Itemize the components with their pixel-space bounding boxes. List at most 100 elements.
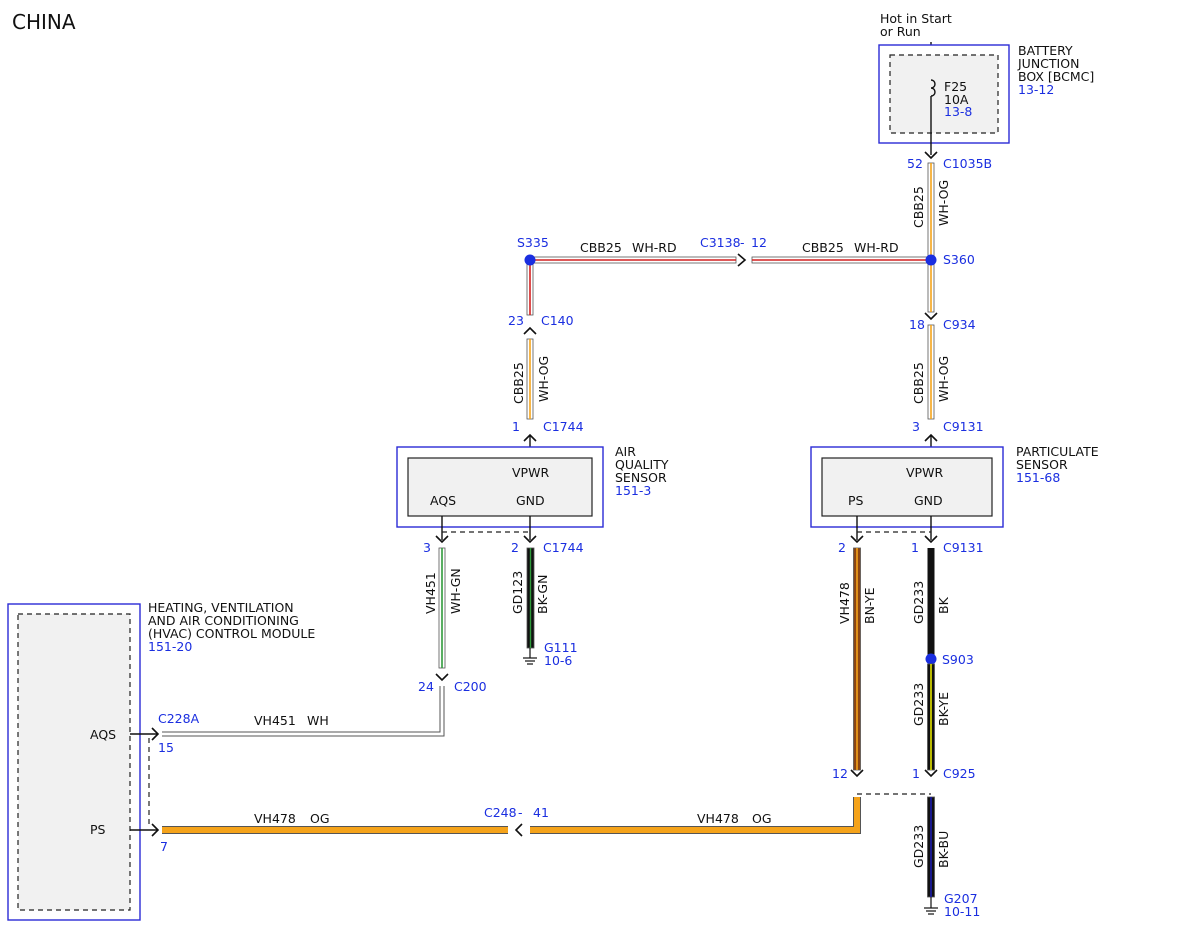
wire-aqs-sig (438, 547, 446, 669)
c228a-name: C228A (158, 711, 200, 726)
fuse-name: F25 (944, 79, 967, 94)
c9131-ps-pin: 2 (838, 540, 846, 555)
w3-color: WH-RD (854, 240, 899, 255)
aqs-pin-vpwr: VPWR (512, 465, 549, 480)
hvac-pin-ps: PS (90, 822, 106, 837)
g111-name: G111 (544, 640, 578, 655)
wire-s903-c925 (927, 663, 935, 771)
splice-s360 (925, 254, 937, 266)
c200-arrow (435, 673, 449, 682)
w13-color: OG (310, 811, 330, 826)
w1-color: WH-OG (936, 180, 951, 226)
c200-name: C200 (454, 679, 487, 694)
w13-circuit: VH478 (254, 811, 296, 826)
w7-circuit: GD123 (510, 571, 525, 614)
c925-gnd-pin: 1 (912, 766, 920, 781)
c1744-top-name: C1744 (543, 419, 584, 434)
fuse-ref: 13-8 (944, 104, 972, 119)
s360-label: S360 (943, 252, 975, 267)
splice-s335 (524, 254, 536, 266)
wire-c3138-s360 (751, 256, 932, 264)
w1-circuit: CBB25 (911, 186, 926, 228)
wire-c200-hvac (162, 686, 445, 737)
aqs-name-3: SENSOR (615, 470, 667, 485)
wire-bjb-s360 (927, 162, 935, 261)
hvac-pin-aqs: AQS (90, 727, 116, 742)
w3-circuit: CBB25 (802, 240, 844, 255)
hvac-ref: 151-20 (148, 639, 192, 654)
c248-arrow (514, 823, 523, 837)
c934-name: C934 (943, 317, 976, 332)
aqs-ref: 151-3 (615, 483, 651, 498)
w14-color: WH (307, 713, 329, 728)
hvac-name-3: (HVAC) CONTROL MODULE (148, 626, 315, 641)
c1744-aqs-pin: 3 (423, 540, 431, 555)
hvac-module-inner (17, 613, 131, 911)
bjb-name-1: BATTERY (1018, 43, 1073, 58)
w8-circuit: VH478 (837, 582, 852, 624)
c3138-sep: - (740, 235, 745, 250)
c934-pin: 18 (909, 317, 925, 332)
c200-pin: 24 (418, 679, 434, 694)
c1744-top-pin: 1 (512, 419, 520, 434)
c228a-aqs-arrow (151, 727, 160, 741)
w6-color: WH-GN (448, 568, 463, 614)
bjb-inner (889, 54, 999, 134)
w5-circuit: CBB25 (911, 362, 926, 404)
c1035b-arrow (924, 151, 938, 160)
w2-circuit: CBB25 (580, 240, 622, 255)
w12-circuit: VH478 (697, 811, 739, 826)
hvac-name-2: AND AIR CONDITIONING (148, 613, 299, 628)
c140-pin: 23 (508, 313, 524, 328)
c248-name: C248 (484, 805, 517, 820)
c1035b-name: C1035B (943, 156, 992, 171)
c140-name: C140 (541, 313, 574, 328)
ps-pin-gnd: GND (914, 493, 943, 508)
c1744-bot-name: C1744 (543, 540, 584, 555)
w11-color: BK-BU (936, 831, 951, 868)
w4-circuit: CBB25 (511, 362, 526, 404)
hvac-name-1: HEATING, VENTILATION (148, 600, 294, 615)
ground-g207-icon (924, 897, 938, 915)
ps-ref: 151-68 (1016, 470, 1060, 485)
wire-s360-c934 (927, 259, 935, 313)
bjb-ref: 13-12 (1018, 82, 1054, 97)
c3138-arrow (737, 253, 747, 267)
c248-sep: - (518, 805, 523, 820)
w7-color: BK-GN (535, 575, 550, 614)
c9131-bot-name: C9131 (943, 540, 984, 555)
wire-c925-g207 (927, 796, 935, 898)
c3138-name: C3138 (700, 235, 741, 250)
c925-name: C925 (943, 766, 976, 781)
w11-circuit: GD233 (911, 825, 926, 868)
bjb-name-2: JUNCTION (1017, 56, 1079, 71)
c1744-gnd-arrow (523, 535, 537, 544)
bjb-name-3: BOX [BCMC] (1018, 69, 1094, 84)
ps-pin-ps: PS (848, 493, 864, 508)
c925-gnd-arrow (924, 769, 938, 778)
w5-color: WH-OG (936, 356, 951, 402)
c9131-ps-arrow (850, 535, 864, 544)
wire-c140-aqs (526, 338, 534, 420)
wire-c934-ps (927, 324, 935, 420)
region-label: CHINA (12, 10, 76, 34)
s903-label: S903 (942, 652, 974, 667)
w4-color: WH-OG (536, 356, 551, 402)
c925-ps-pin: 12 (832, 766, 848, 781)
wire-ps-gnd (927, 548, 935, 656)
c228a-ps-arrow (151, 823, 160, 837)
splice-s903 (925, 653, 937, 665)
c140-arrow (523, 326, 537, 335)
c248-pin: 41 (533, 805, 549, 820)
c228a-ps-pin: 7 (160, 839, 168, 854)
c9131-gnd-arrow (924, 535, 938, 544)
aqs-pin-aqs: AQS (430, 493, 456, 508)
c9131-top-name: C9131 (943, 419, 984, 434)
wire-c925-c248 (530, 797, 861, 834)
wire-aqs-gnd (526, 547, 535, 649)
w10-color: BK-YE (936, 692, 951, 726)
aqs-sensor-inner (407, 457, 593, 517)
supply-label-line1: Hot in Start (880, 11, 952, 26)
c3138-pin: 12 (751, 235, 767, 250)
